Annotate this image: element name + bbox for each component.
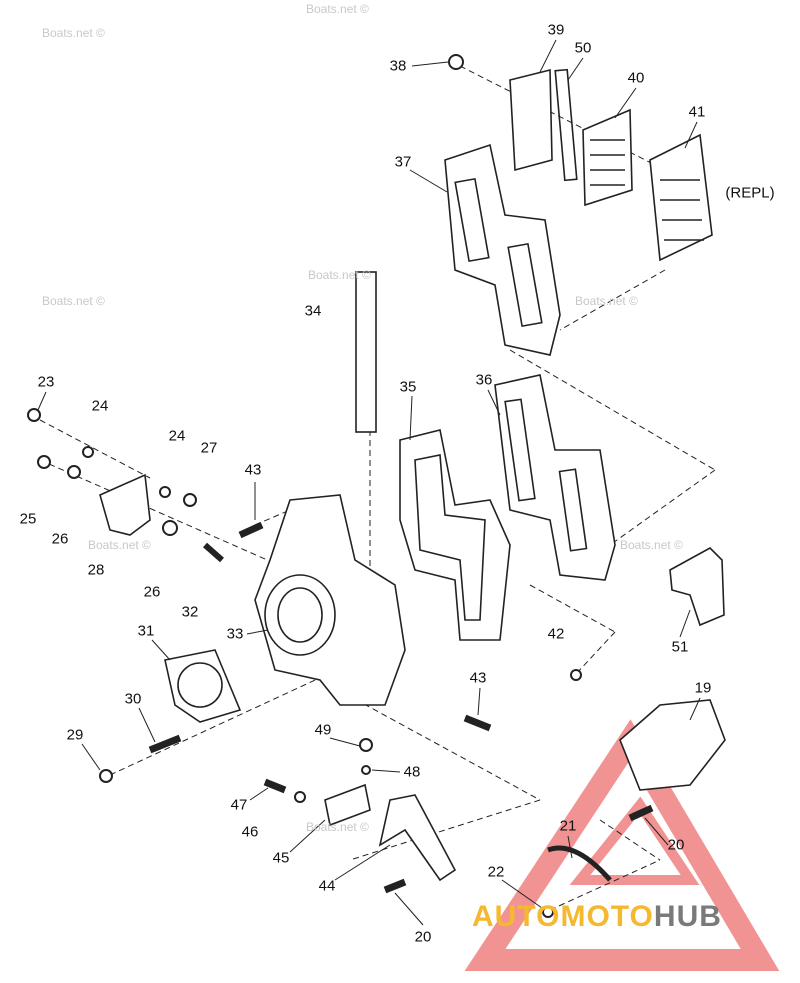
part-label-41: 41: [688, 103, 706, 121]
part-label-36: 36: [475, 371, 493, 389]
bracket-19: [619, 699, 726, 791]
part-label-35: 35: [399, 378, 417, 396]
part-label-20: 20: [667, 836, 685, 854]
part-label-30: 30: [124, 690, 142, 708]
part-label-51: 51: [671, 638, 689, 656]
watermark: Boats.net ©: [42, 26, 105, 40]
watermark: Boats.net ©: [620, 538, 683, 552]
part-label-19: 19: [694, 679, 712, 697]
part-label-47: 47: [230, 796, 248, 814]
logo-text-hub: HUB: [653, 900, 722, 933]
part-label-44: 44: [318, 877, 336, 895]
part-label-26: 26: [143, 583, 161, 601]
reed-stop-39: [509, 68, 553, 172]
part-label-38: 38: [389, 57, 407, 75]
watermark: Boats.net ©: [42, 294, 105, 308]
part-label-20: 20: [414, 928, 432, 946]
part-label-34: 34: [304, 302, 322, 320]
part-label-29: 29: [66, 726, 84, 744]
part-label-43: 43: [244, 461, 262, 479]
part-label-25: 25: [19, 510, 37, 528]
watermark: Boats.net ©: [306, 820, 369, 834]
part-label-49: 49: [314, 721, 332, 739]
bracket-28: [99, 473, 151, 536]
part-label-22: 22: [487, 863, 505, 881]
part-label-39: 39: [547, 21, 565, 39]
manifold-33: [254, 494, 406, 706]
reed-50: [554, 68, 578, 182]
strap-21: [547, 845, 612, 882]
logo-text-automoto: AUTOMOTO: [472, 900, 654, 933]
part-label-26: 26: [51, 530, 69, 548]
gasket-36: [494, 374, 616, 581]
part-label-24: 24: [91, 397, 109, 415]
gasket-37: [444, 143, 561, 356]
bracket-51: [669, 547, 725, 627]
reed-block-41: [649, 133, 713, 262]
reed-petals-40: [582, 108, 633, 207]
automotohub-logo: AUTOMOTOHUB: [472, 900, 722, 934]
part-label-28: 28: [87, 561, 105, 579]
part-label-repl: (REPL): [725, 184, 775, 202]
watermark: Boats.net ©: [306, 2, 369, 16]
watermark: Boats.net ©: [88, 538, 151, 552]
watermark: Boats.net ©: [575, 294, 638, 308]
part-label-27: 27: [200, 439, 218, 457]
part-label-45: 45: [272, 849, 290, 867]
bracket-44: [378, 794, 457, 882]
part-label-50: 50: [574, 39, 592, 57]
tube-34: [355, 271, 377, 433]
part-label-46: 46: [241, 823, 259, 841]
part-label-40: 40: [627, 69, 645, 87]
part-label-32: 32: [181, 603, 199, 621]
leader-lines: [37, 39, 701, 926]
part-label-24: 24: [168, 427, 186, 445]
gasket-35: [399, 429, 511, 641]
part-label-33: 33: [226, 625, 244, 643]
screws: [27, 54, 654, 918]
part-label-42: 42: [547, 625, 565, 643]
part-label-31: 31: [137, 622, 155, 640]
watermark: Boats.net ©: [308, 268, 371, 282]
part-label-43: 43: [469, 669, 487, 687]
part-label-37: 37: [394, 153, 412, 171]
gasket-31: [164, 649, 242, 723]
part-label-48: 48: [403, 763, 421, 781]
block-45: [324, 783, 371, 827]
part-label-23: 23: [37, 373, 55, 391]
part-label-21: 21: [559, 817, 577, 835]
